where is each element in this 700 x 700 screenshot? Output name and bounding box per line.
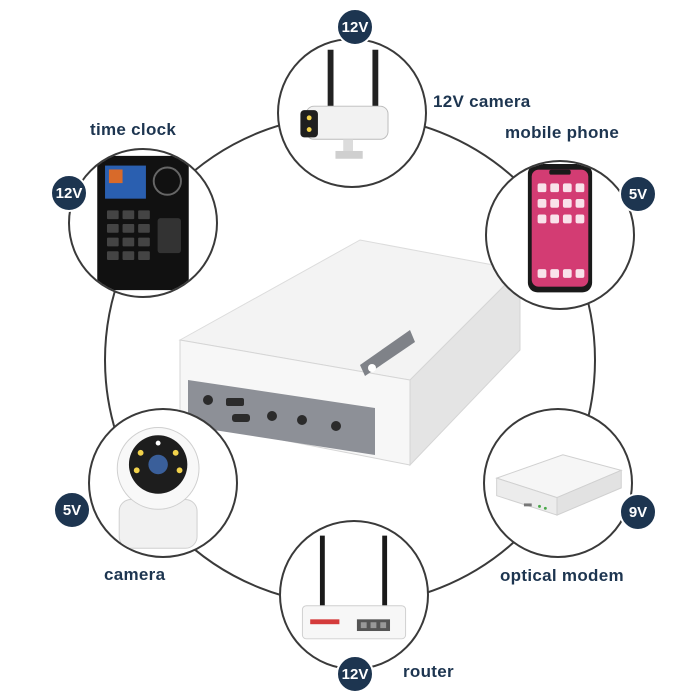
label-camera-12v: 12V camera (433, 92, 531, 111)
smartphone-icon (527, 163, 593, 293)
voltage-badge-camera-5v: 5V (53, 491, 91, 529)
router-icon (301, 535, 407, 640)
time-clock-circle (68, 148, 218, 298)
voltage-badge-mobile-phone: 5V (619, 175, 657, 213)
label-router: router (403, 662, 454, 681)
mobile-phone-circle (485, 160, 635, 310)
label-optical-modem: optical modem (500, 566, 624, 585)
voltage-badge-optical-modem: 9V (619, 493, 657, 531)
voltage-badge-router: 12V (336, 655, 374, 693)
voltage-badge-camera-12v: 12V (336, 8, 374, 46)
label-time-clock: time clock (90, 120, 177, 139)
label-mobile-phone: mobile phone (505, 123, 620, 142)
camera-5v-circle (88, 408, 238, 558)
router-circle (279, 520, 429, 670)
voltage-badge-time-clock: 12V (50, 174, 88, 212)
label-camera-5v: camera (104, 565, 166, 584)
bullet-camera-icon (300, 49, 389, 159)
optical-modem-circle (483, 408, 633, 558)
time-clock-icon (97, 155, 189, 291)
modem-icon (495, 454, 623, 516)
dome-camera-icon (116, 427, 200, 549)
power-bank-image (160, 230, 540, 470)
power-bank-icon (178, 239, 522, 467)
camera-12v-circle (277, 38, 427, 188)
